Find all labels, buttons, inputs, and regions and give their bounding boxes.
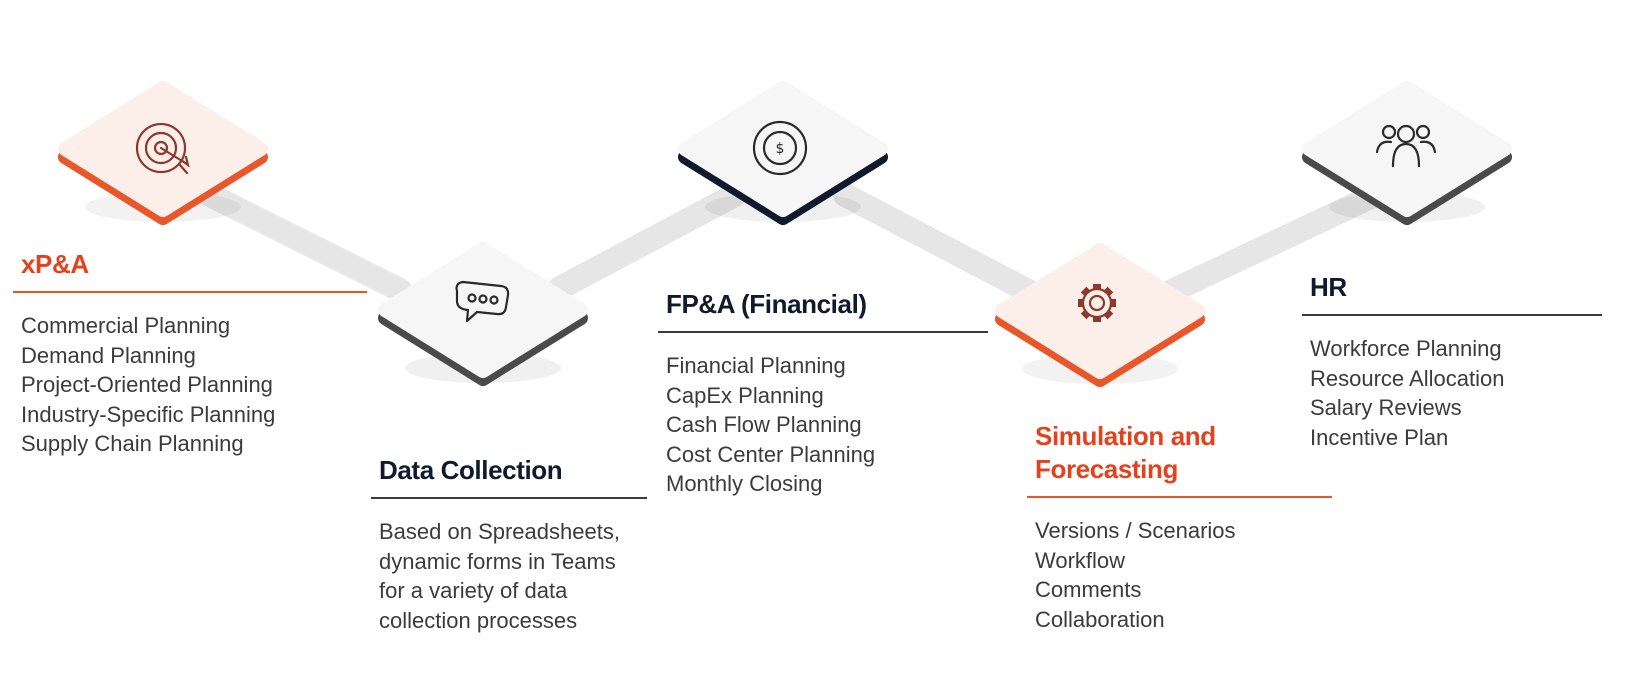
list-item: Commercial Planning	[21, 313, 231, 338]
list-item: collection processes	[379, 607, 578, 633]
section-list: Workforce Planning Resource Allocation S…	[1310, 334, 1602, 452]
hr-node	[1302, 81, 1512, 225]
section-list: Based on Spreadsheets, dynamic forms in …	[379, 517, 647, 635]
list-item: Workflow	[1035, 547, 1126, 573]
list-item: Based on Spreadsheets,	[379, 519, 620, 544]
gear-icon	[1078, 284, 1116, 322]
section-hr: HR Workforce Planning Resource Allocatio…	[1302, 271, 1602, 452]
section-title: Simulation and Forecasting	[1035, 421, 1216, 484]
section-title: Data Collection	[379, 455, 563, 485]
section-title: HR	[1310, 272, 1347, 302]
connector-3	[833, 183, 1042, 304]
list-item: Comments	[1035, 577, 1142, 602]
section-list: Financial Planning CapEx Planning Cash F…	[666, 351, 988, 499]
connector-1	[198, 183, 412, 302]
list-item: Supply Chain Planning	[21, 431, 244, 456]
dollar-coin-icon: $	[752, 120, 808, 176]
divider	[13, 291, 367, 293]
list-item: Demand Planning	[21, 342, 196, 368]
xpa-node	[58, 81, 268, 225]
list-item: Monthly Closing	[666, 471, 823, 496]
list-item: Project-Oriented Planning	[21, 372, 273, 397]
target-icon	[135, 122, 190, 175]
list-item: Cost Center Planning	[666, 441, 876, 467]
chat-bubble-icon	[455, 280, 510, 323]
list-item: Collaboration	[1035, 606, 1165, 632]
divider	[371, 497, 647, 499]
list-item: Resource Allocation	[1310, 365, 1505, 391]
list-item: Versions / Scenarios	[1035, 518, 1236, 543]
list-item: Incentive Plan	[1310, 424, 1449, 450]
connector-4	[1158, 183, 1387, 304]
svg-text:$: $	[776, 141, 785, 157]
list-item: Workforce Planning	[1310, 336, 1502, 361]
section-xpa: xP&A Commercial Planning Demand Planning…	[13, 248, 367, 459]
data-collection-node	[378, 242, 588, 386]
section-list: Commercial Planning Demand Planning Proj…	[21, 311, 367, 459]
connector-2	[548, 183, 747, 300]
list-item: Cash Flow Planning	[666, 412, 862, 437]
simulation-node	[995, 243, 1205, 387]
list-item: Financial Planning	[666, 353, 846, 378]
divider	[1302, 314, 1602, 316]
list-item: Salary Reviews	[1310, 395, 1462, 420]
list-item: Industry-Specific Planning	[21, 401, 276, 427]
list-item: dynamic forms in Teams	[379, 548, 616, 574]
section-title: xP&A	[21, 249, 89, 279]
section-fpa: FP&A (Financial) Financial Planning CapE…	[658, 288, 988, 499]
section-title: FP&A (Financial)	[666, 289, 867, 319]
section-data-collection: Data Collection Based on Spreadsheets, d…	[371, 454, 647, 635]
divider	[658, 331, 988, 333]
section-simulation: Simulation and Forecasting Versions / Sc…	[1027, 420, 1332, 634]
people-icon	[1375, 124, 1437, 168]
section-list: Versions / Scenarios Workflow Comments C…	[1035, 516, 1332, 634]
fpa-node: $	[678, 81, 888, 225]
list-item: CapEx Planning	[666, 382, 824, 408]
divider	[1027, 496, 1332, 498]
list-item: for a variety of data	[379, 578, 568, 603]
